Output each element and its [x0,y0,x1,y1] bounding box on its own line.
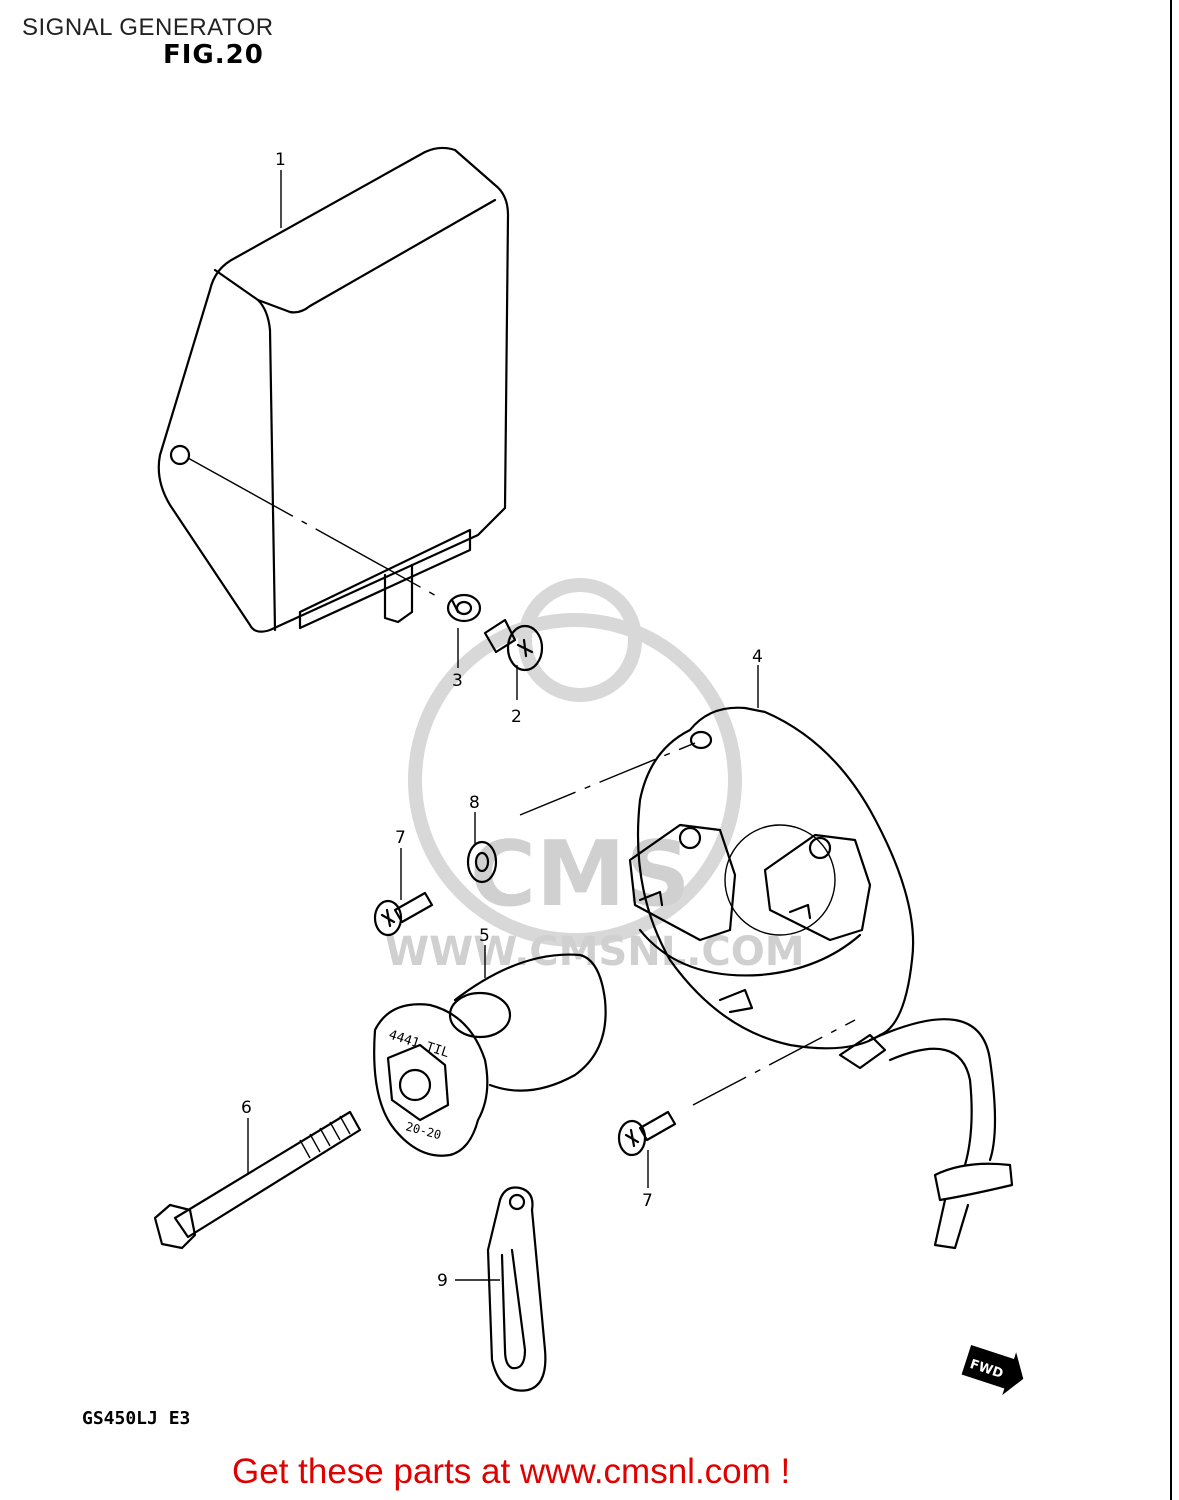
part-4-stator-plate[interactable] [628,706,1014,1250]
callout-7-upper: 7 [395,828,406,848]
cta-link[interactable]: Get these parts at www.cmsnl.com ! [232,1452,791,1491]
part-9-clamp[interactable] [486,1186,547,1392]
page-title: SIGNAL GENERATOR [22,14,274,41]
part-4-mount-line-upper [519,742,696,816]
callout-1: 1 [275,150,286,170]
callout-numbers: 1 2 3 4 5 6 7 7 8 9 [241,150,763,1291]
part-1-mount-line [187,457,441,599]
callout-6: 6 [241,1098,252,1118]
rotor-sub-marking: 20-20 [404,1119,443,1142]
part-7-screw-upper[interactable] [373,891,434,937]
part-5-rotor[interactable]: 4441 TIL 20-20 [373,953,607,1157]
part-4-mount-line-lower [692,1019,856,1106]
fwd-arrow-badge: FWD [961,1345,1024,1396]
callout-7-lower: 7 [642,1191,653,1211]
watermark-letters: CMS [470,822,690,927]
part-8-washer[interactable] [466,840,498,884]
callout-3: 3 [452,671,463,691]
callout-8: 8 [469,793,480,813]
callout-leaders [247,170,759,1281]
page-border [1170,0,1172,1500]
part-3-washer[interactable] [446,593,482,623]
part-6-bolt[interactable] [153,1110,362,1250]
watermark-logo: CMS WWW.CMSNL.COM [385,578,805,975]
figure-number: FIG.20 [163,40,264,70]
rotor-code-marking: 4441 TIL [387,1028,451,1062]
part-2-screw[interactable] [483,618,544,672]
callout-2: 2 [511,707,522,727]
part-1-cdi-unit[interactable] [157,146,510,633]
callout-9: 9 [437,1271,448,1291]
callout-5: 5 [479,926,490,946]
callout-4: 4 [752,647,763,667]
part-7-screw-lower[interactable] [617,1110,677,1157]
model-code: GS450LJ E3 [82,1408,191,1429]
